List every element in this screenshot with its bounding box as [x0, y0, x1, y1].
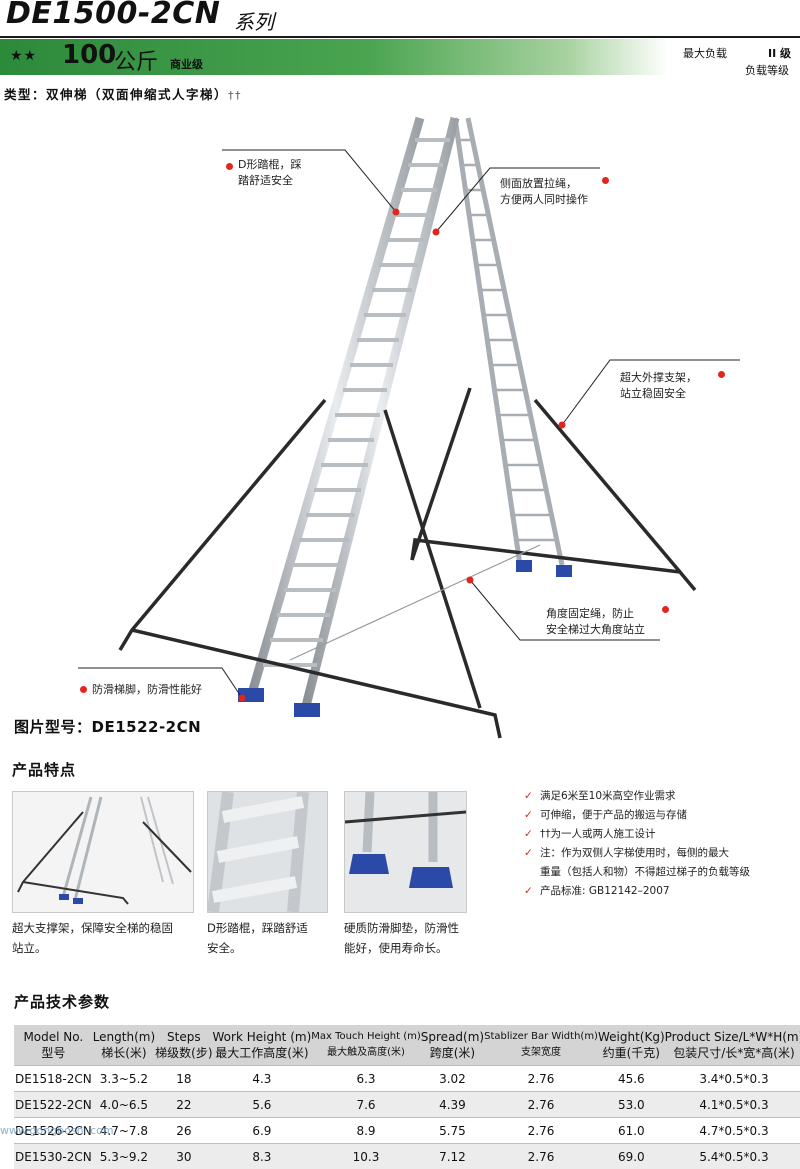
ladder-main-photo [0, 100, 800, 740]
grade-label: 负载等级 [745, 62, 789, 78]
thumb-caption-d-rung-line1: D形踏棍，踩踏舒适 [207, 918, 337, 938]
feature-list: ✓ 满足6米至10米高空作业需求 ✓ 可伸缩，便于产品的搬运与存储 ✓ ††为一人或两… [524, 787, 794, 901]
feature-text: 可伸缩，便于产品的搬运与存储 [540, 809, 687, 821]
rating-stars-icon: ★★ [10, 48, 37, 64]
thumb-caption-d-rung: D形踏棍，踩踏舒适 安全。 [207, 918, 337, 958]
picture-model: 图片型号：DE1522-2CN [14, 716, 201, 737]
feature-text: 满足6米至10米高空作业需求 [540, 790, 676, 802]
callout-feet: 防滑梯脚，防滑性能好 [92, 682, 202, 698]
callout-side-rope: 侧面放置拉绳， 方便两人同时操作 [500, 176, 588, 208]
thumb-caption-stabilizer: 超大支撑架，保障安全梯的稳固 站立。 [12, 918, 202, 958]
callout-d-rung-line1: D形踏棍，踩 [238, 157, 301, 173]
col-package-size: Product Size/L*W*H(m)包装尺寸/长*宽*高(米) [665, 1025, 800, 1066]
col-stabilizer-width: Stablizer Bar Width(m)支架宽度 [484, 1025, 598, 1066]
features-title: 产品特点 [12, 759, 76, 780]
check-icon: ✓ [524, 825, 533, 844]
thumb-caption-stabilizer-line2: 站立。 [12, 938, 202, 958]
thumb-caption-d-rung-line2: 安全。 [207, 938, 337, 958]
callout-feet-line1: 防滑梯脚，防滑性能好 [92, 682, 202, 698]
callout-outrigger-line1: 超大外撑支架， [620, 370, 697, 386]
check-icon: ✓ [524, 806, 533, 825]
callout-angle-rope-dot [662, 606, 669, 613]
feature-item: ✓ 可伸缩，便于产品的搬运与存储 [524, 806, 794, 825]
watermark: www.gongboshi.com [0, 1124, 114, 1137]
feature-item: ✓ 注：作为双侧人字梯使用时，每侧的最大 [524, 844, 794, 863]
product-model-title: DE1500-2CN [6, 0, 220, 31]
col-length: Length(m)梯长(米) [93, 1025, 155, 1066]
feature-text: ††为一人或两人施工设计 [540, 828, 656, 840]
callout-side-rope-line1: 侧面放置拉绳， [500, 176, 588, 192]
thumb-d-rung [207, 791, 328, 913]
check-icon: ✓ [524, 787, 533, 806]
callout-d-rung-dot [226, 163, 233, 170]
col-work-height: Work Height (m)最大工作高度(米) [213, 1025, 312, 1066]
feature-item: ✓ 产品标准: GB12142–2007 [524, 882, 794, 901]
thumb-stabilizer-image [13, 792, 193, 912]
callout-angle-rope: 角度固定绳，防止 安全梯过大角度站立 [546, 606, 645, 638]
feature-text-continued: 重量（包括人和物）不得超过梯子的负载等级 [524, 863, 794, 882]
thumb-d-rung-image [208, 792, 327, 912]
load-value: 100 [62, 40, 116, 70]
thumb-caption-feet: 硬质防滑脚垫，防滑性 能好，使用寿命长。 [344, 918, 504, 958]
feature-text: 注：作为双侧人字梯使用时，每侧的最大 [540, 847, 729, 859]
callout-angle-rope-line1: 角度固定绳，防止 [546, 606, 645, 622]
thumb-caption-feet-line2: 能好，使用寿命长。 [344, 938, 504, 958]
col-touch-height: Max Touch Height (m)最大触及高度(米) [311, 1025, 421, 1066]
feature-item: ✓ ††为一人或两人施工设计 [524, 825, 794, 844]
header-rule [0, 36, 800, 38]
thumb-feet [344, 791, 467, 913]
callout-d-rung: D形踏棍，踩 踏舒适安全 [238, 157, 301, 189]
stabilizer-bars [120, 388, 695, 738]
col-weight: Weight(Kg)约重(千克) [598, 1025, 665, 1066]
spec-title: 产品技术参数 [14, 991, 110, 1012]
angle-rope [290, 545, 540, 660]
col-model: Model No.型号 [14, 1025, 93, 1066]
callout-angle-rope-line2: 安全梯过大角度站立 [546, 622, 645, 638]
load-grade: 商业级 [170, 56, 203, 72]
check-icon: ✓ [524, 844, 533, 863]
callout-d-rung-line2: 踏舒适安全 [238, 173, 301, 189]
callout-side-rope-line2: 方便两人同时操作 [500, 192, 588, 208]
thumb-caption-stabilizer-line1: 超大支撑架，保障安全梯的稳固 [12, 918, 202, 938]
callout-outrigger-line2: 站立稳固安全 [620, 386, 697, 402]
thumb-caption-feet-line1: 硬质防滑脚垫，防滑性 [344, 918, 504, 938]
thumb-stabilizer [12, 791, 194, 913]
thumb-feet-image [345, 792, 466, 912]
grade-value: II 级 [768, 45, 791, 61]
col-spread: Spread(m)跨度(米) [421, 1025, 484, 1066]
max-load-label: 最大负载 [683, 45, 727, 61]
callout-outrigger: 超大外撑支架， 站立稳固安全 [620, 370, 697, 402]
check-icon: ✓ [524, 882, 533, 901]
feature-text: 产品标准: GB12142–2007 [540, 885, 670, 897]
series-label: 系列 [234, 6, 274, 35]
load-unit: 公斤 [114, 44, 158, 76]
callout-feet-dot [80, 686, 87, 693]
feature-item: ✓ 满足6米至10米高空作业需求 [524, 787, 794, 806]
callout-outrigger-dot [718, 371, 725, 378]
callout-side-rope-dot [602, 177, 609, 184]
